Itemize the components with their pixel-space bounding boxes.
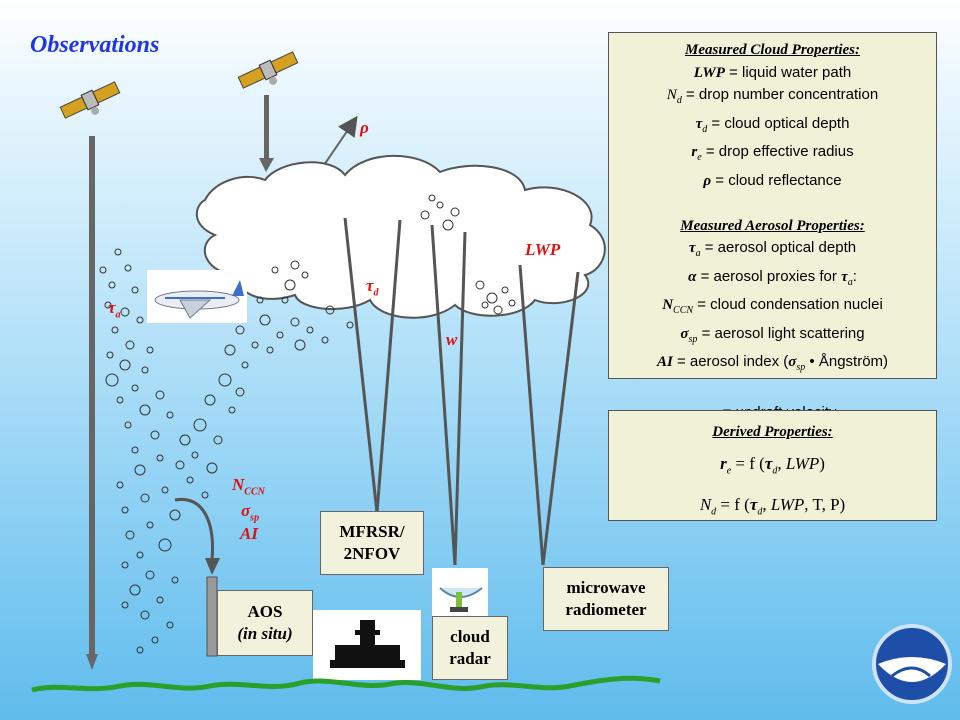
def-tau-d: τd = cloud optical depth — [695, 114, 850, 135]
def-ai: AI = aerosol index (σsp • Ångström) — [656, 353, 889, 373]
instrument-mfrsr-line2: 2NFOV — [343, 544, 401, 563]
label-nccn: NCCN — [232, 475, 265, 498]
sampling-arrowhead — [205, 558, 220, 575]
noaa-logo — [872, 624, 952, 704]
label-rho: ρ — [360, 118, 369, 137]
aos-inlet-pillar — [206, 576, 218, 657]
satellite-icon — [237, 51, 299, 89]
instrument-cloud-radar: cloud radar — [432, 616, 508, 680]
def-lwp: LWP = liquid water path — [693, 63, 852, 81]
derived-re: re = f (τd, LWP) — [720, 454, 825, 477]
derived-properties-box: Derived Properties: re = f (τd, LWP) Nd … — [608, 410, 937, 521]
def-sigma-sp: σsp = aerosol light scattering — [680, 324, 865, 345]
label-ai: AI — [240, 524, 258, 543]
instrument-aos-line1: AOS — [247, 602, 283, 621]
label-tau-a: τa — [108, 298, 121, 321]
instrument-radar-line2: radar — [449, 649, 491, 668]
instrument-aos-line2: (in situ) — [237, 624, 293, 643]
label-lwp: LWP — [525, 240, 561, 259]
label-sigma-sp: σsp — [241, 501, 260, 524]
satellite-path-arrow — [86, 136, 98, 670]
diagram-title: Observations — [30, 32, 160, 58]
satellite-icon — [59, 81, 121, 119]
label-w: w — [446, 330, 458, 349]
cloud-properties-header: Measured Cloud Properties: — [684, 42, 860, 58]
cloud-shape — [195, 154, 606, 319]
instrument-mfrsr-line1: MFRSR/ — [339, 522, 405, 541]
derived-nd: Nd = f (τd, LWP, T, P) — [699, 495, 846, 518]
satellite-down-arrow — [259, 95, 274, 172]
reflectance-arrow — [321, 115, 358, 169]
aerosol-properties-header: Measured Aerosol Properties: — [680, 217, 865, 234]
def-tau-a: τa = aerosol optical depth — [688, 239, 857, 259]
def-alpha: α = aerosol proxies for τa: — [688, 267, 857, 288]
instrument-beams — [343, 217, 580, 566]
instrument-microwave-radiometer: microwave radiometer — [543, 567, 669, 631]
airplane-icon — [147, 270, 247, 323]
instrument-mwr-line2: radiometer — [565, 600, 647, 619]
instrument-radar-line1: cloud — [450, 627, 490, 646]
label-tau-d: τd — [366, 276, 379, 299]
station-building-icon — [313, 610, 421, 680]
radar-dish-icon — [432, 568, 488, 619]
sampling-arrow — [174, 498, 215, 561]
instrument-mwr-line1: microwave — [566, 578, 646, 597]
instrument-aos: AOS (in situ) — [217, 590, 313, 656]
aerosol-particles — [99, 194, 516, 654]
measured-properties-box: Measured Cloud Properties: LWP = liquid … — [608, 32, 937, 421]
ground-line — [31, 675, 661, 693]
def-re: re = drop effective radius — [691, 143, 854, 163]
def-nccn: NCCN = cloud condensation nuclei — [662, 296, 883, 316]
derived-properties-header: Derived Properties: — [712, 424, 833, 440]
instrument-mfrsr: MFRSR/ 2NFOV — [320, 511, 424, 575]
def-rho: ρ = cloud reflectance — [703, 171, 842, 189]
def-nd: Nd = drop number concentration — [666, 86, 879, 106]
